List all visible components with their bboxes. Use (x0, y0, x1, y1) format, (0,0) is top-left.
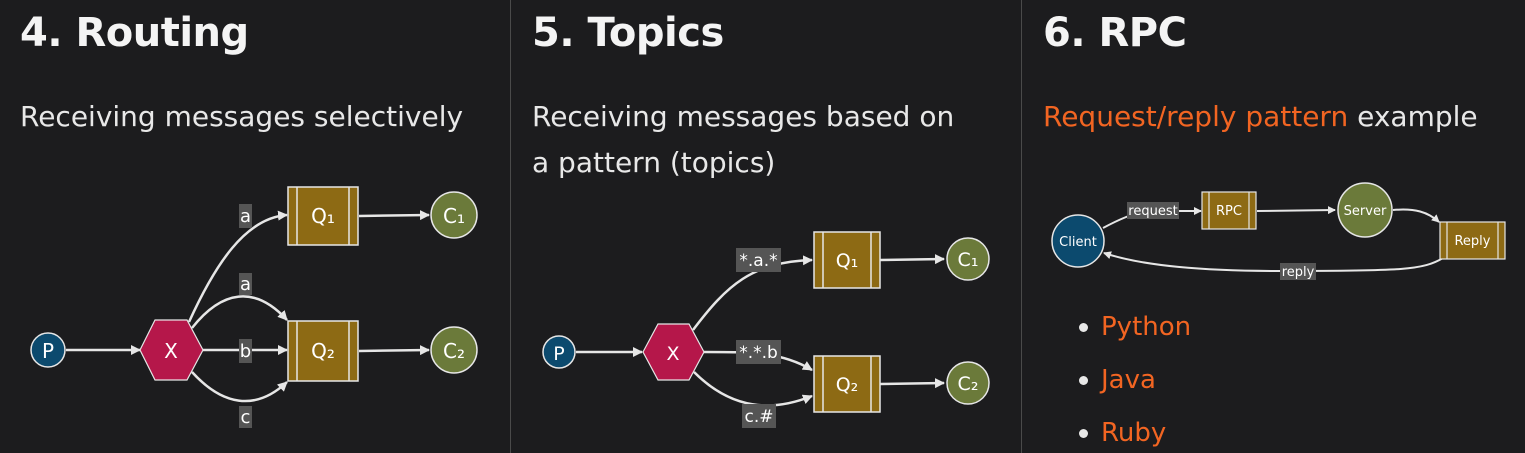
queue-1-label: Q₁ (311, 204, 335, 228)
rpc-title: 6. RPC (1043, 10, 1187, 56)
routing-panel: 4. Routing Receiving messages selectivel… (0, 0, 510, 453)
server-node: Server (1337, 182, 1393, 238)
client-label: Client (1059, 235, 1097, 250)
binding-label-q2-c: c (239, 406, 252, 428)
edge-q2-c2 (879, 378, 945, 389)
edge-q1-c1 (879, 254, 945, 265)
consumer-2-label: C₂ (958, 373, 979, 395)
consumer-2-node: C₂ (946, 361, 990, 405)
svg-text:request: request (1128, 204, 1177, 219)
language-item: Ruby (1079, 410, 1191, 453)
exchange-node: X (139, 319, 204, 381)
svg-text:b: b (240, 341, 251, 362)
svg-text:*.a.*: *.a.* (739, 251, 777, 271)
edge-x-q2-c (693, 371, 813, 407)
edge-q2-c2 (358, 345, 430, 356)
topics-panel: 5. Topics Receiving messages based on a … (512, 0, 1021, 453)
topics-subtitle: Receiving messages based on a pattern (t… (532, 100, 955, 179)
rpc-panel: 6. RPC Request/reply pattern example Cli… (1023, 0, 1525, 453)
topics-diagram: P X Q₁ Q₂ C₁ C₂ *.a.* (542, 231, 990, 428)
svg-text:c.#: c.# (745, 407, 774, 427)
consumer-1-label: C₁ (958, 249, 979, 271)
edge-q1-c1 (358, 210, 430, 221)
consumer-1-node: C₁ (430, 191, 478, 239)
queue-1-label: Q₁ (836, 250, 859, 272)
consumer-1-label: C₁ (443, 204, 465, 228)
producer-label: P (553, 343, 564, 365)
routing-diagram: P X Q₁ Q₂ C₁ C₂ a (30, 186, 478, 428)
client-node: Client (1051, 214, 1105, 268)
routing-subtitle: Receiving messages selectively (20, 100, 464, 133)
queue-2-label: Q₂ (836, 374, 859, 396)
bullet-icon (1079, 429, 1088, 438)
binding-label-q2-b: b (239, 339, 252, 363)
routing-title: 4. Routing (20, 10, 249, 56)
svg-text:*.*.b: *.*.b (739, 343, 778, 363)
rpc-queue-node: RPC (1201, 191, 1257, 230)
queue-2-label: Q₂ (311, 339, 335, 363)
language-list: Python Java Ruby (1079, 304, 1191, 453)
rpc-subtitle: Request/reply pattern example (1043, 94, 1478, 140)
rpc-subtitle-rest: example (1348, 100, 1478, 133)
edge-x-q2-c (191, 371, 288, 403)
svg-text:c: c (241, 407, 251, 428)
topics-title: 5. Topics (532, 10, 724, 56)
edge-x-q2-a (191, 295, 288, 329)
svg-text:a: a (240, 274, 251, 295)
edge-x-q1-a (187, 210, 288, 323)
language-item: Java (1079, 357, 1191, 410)
rpc-queue-label: RPC (1216, 204, 1242, 219)
exchange-label: X (164, 339, 178, 363)
consumer-2-label: C₂ (443, 339, 465, 363)
edge-reply-client (1103, 251, 1444, 273)
queue-1-node: Q₁ (813, 231, 881, 289)
exchange-label: X (666, 343, 679, 365)
language-item: Python (1079, 304, 1191, 357)
producer-node: P (542, 335, 576, 369)
request-reply-pattern-link[interactable]: Request/reply pattern (1043, 100, 1349, 133)
producer-label: P (42, 339, 54, 363)
binding-label-q1: *.a.* (736, 248, 781, 272)
server-label: Server (1344, 204, 1387, 219)
panel-divider (1021, 0, 1022, 453)
exchange-node: X (642, 323, 705, 381)
java-link[interactable]: Java (1101, 365, 1156, 395)
python-link[interactable]: Python (1101, 312, 1192, 342)
consumer-1-node: C₁ (946, 237, 990, 281)
reply-queue-node: Reply (1439, 221, 1506, 260)
binding-label-q2-c: c.# (742, 404, 776, 428)
bullet-icon (1079, 323, 1088, 332)
bullet-icon (1079, 376, 1088, 385)
request-edge-label: request (1127, 202, 1179, 219)
queue-1-node: Q₁ (287, 186, 359, 246)
queue-2-node: Q₂ (813, 355, 881, 413)
edge-x-q1 (692, 255, 813, 331)
reply-queue-label: Reply (1454, 234, 1490, 249)
rpc-diagram: Client RPC Server Reply request reply (1051, 182, 1506, 280)
producer-node: P (30, 332, 66, 368)
svg-text:reply: reply (1282, 265, 1315, 280)
binding-label-q1: a (239, 204, 252, 228)
binding-label-q2-a: a (239, 273, 252, 295)
edge-rpc-server (1256, 206, 1336, 215)
binding-label-q2-b: *.*.b (736, 340, 781, 364)
svg-text:a: a (240, 206, 251, 227)
consumer-2-node: C₂ (430, 326, 478, 374)
ruby-link[interactable]: Ruby (1101, 418, 1167, 448)
panel-divider (510, 0, 511, 453)
reply-edge-label: reply (1280, 263, 1316, 280)
queue-2-node: Q₂ (287, 320, 359, 382)
edge-server-reply (1392, 208, 1440, 223)
